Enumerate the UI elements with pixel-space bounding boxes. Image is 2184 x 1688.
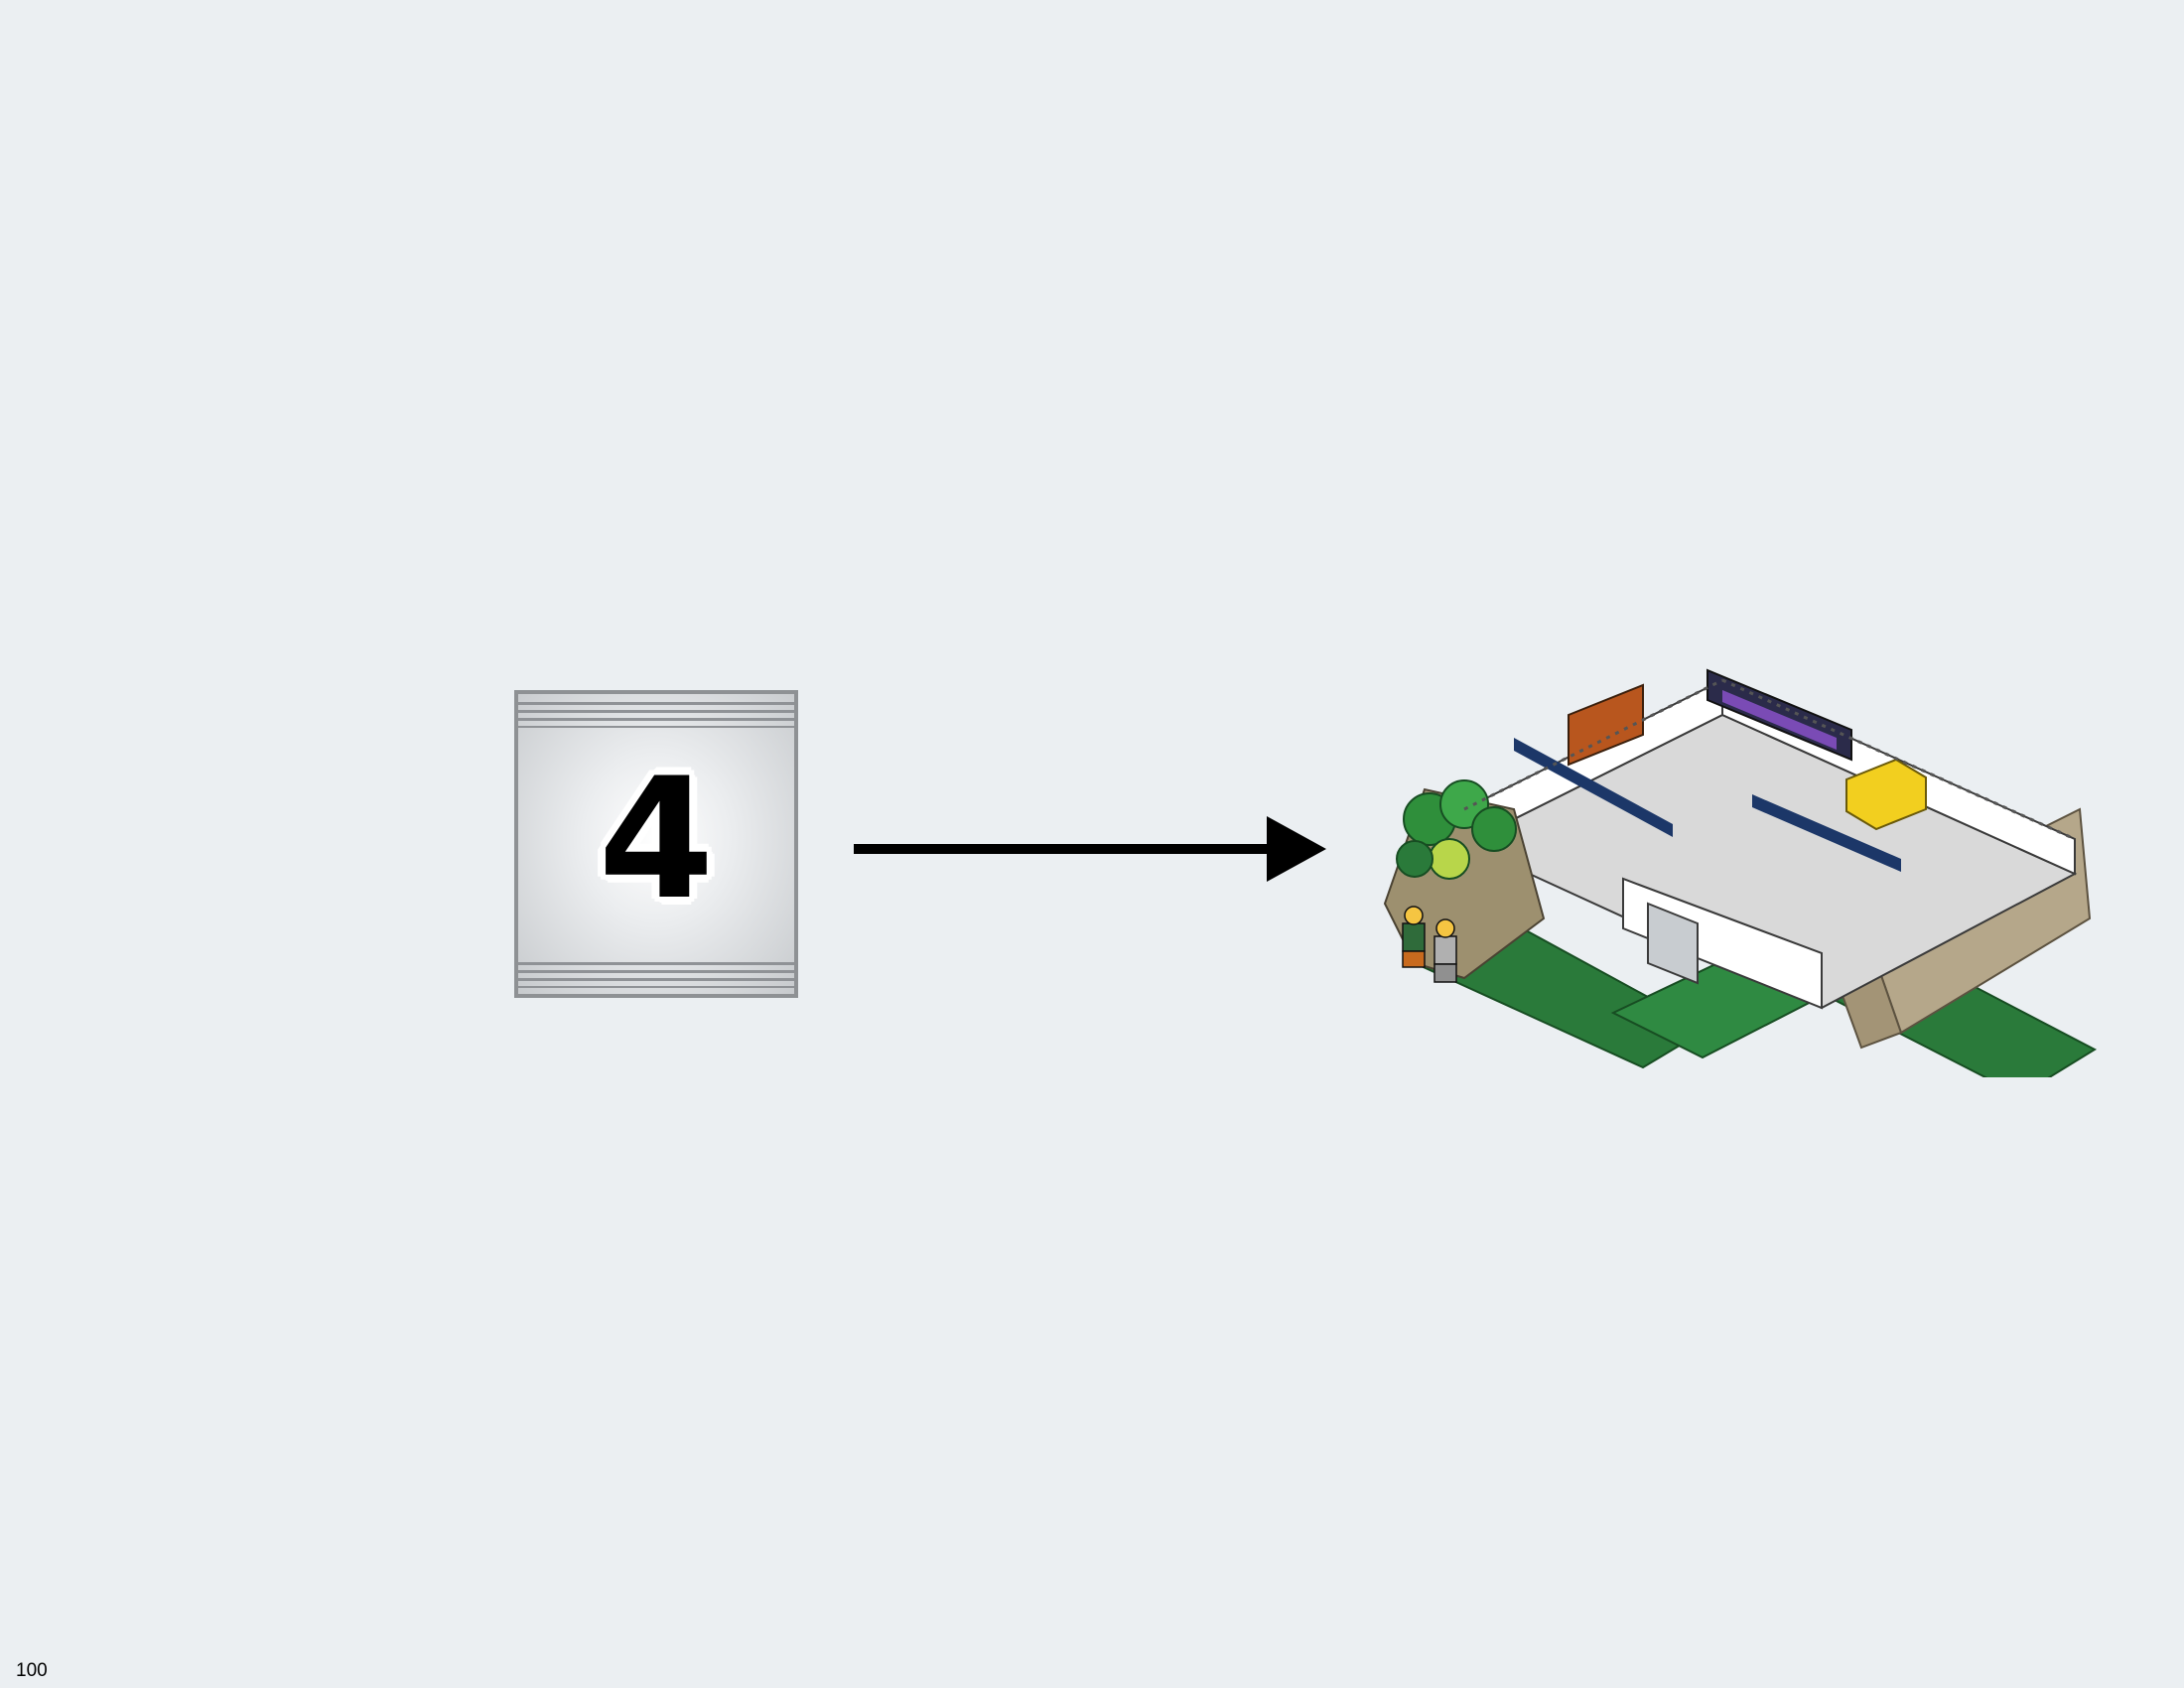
bag-bottom-seal xyxy=(518,962,794,988)
bag-top-seal xyxy=(518,702,794,728)
right-arrow-icon xyxy=(854,816,1326,882)
completed-model-illustration xyxy=(1383,668,2098,1077)
bag-number: 4 xyxy=(598,742,715,936)
page-number: 100 xyxy=(16,1660,48,1681)
numbered-bag-icon: 4 xyxy=(514,690,798,998)
